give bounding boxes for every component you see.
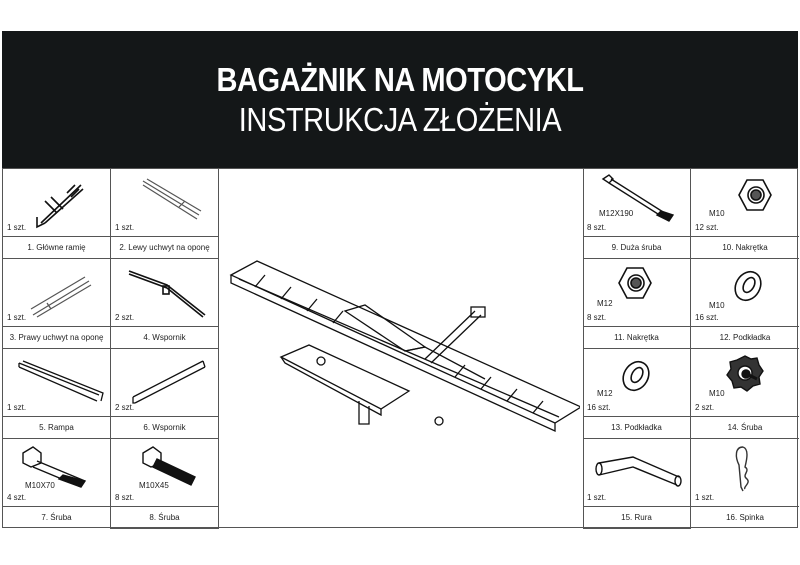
part-spec: M10X45 [139, 481, 169, 490]
part-label: 15. Rura [621, 513, 652, 522]
part-label: 2. Lewy uchwyt na oponę [119, 243, 210, 252]
part-qty: 1 szt. [7, 223, 27, 232]
part-qty: 2 szt. [115, 403, 135, 412]
part-label: 7. Śruba [41, 513, 72, 522]
bolt-icon [22, 446, 87, 488]
part-cell-1: 1 szt. 1. Główne ramię [3, 169, 111, 259]
part-qty: 16 szt. [587, 403, 611, 412]
left-tire-holder-icon [142, 178, 202, 220]
bracket-icon [132, 360, 206, 404]
part-spec: M10 [709, 209, 725, 218]
bolt-icon [142, 446, 196, 486]
part-cell-12: M10 16 szt. 12. Podkładka [691, 259, 799, 349]
part-cell-13: M12 16 szt. 13. Podkładka [583, 349, 691, 439]
assembly-illustration [219, 169, 584, 527]
washer-icon [622, 360, 650, 392]
ramp-icon [18, 360, 104, 402]
right-tire-holder-icon [30, 276, 92, 318]
part-cell-5: 1 szt. 5. Rampa [3, 349, 111, 439]
part-cell-10: M10 12 szt. 10. Nakrętka [691, 169, 799, 259]
part-cell-7: M10X70 4 szt. 7. Śruba [3, 439, 111, 529]
part-cell-9: M12X190 8 szt. 9. Duża śruba [583, 169, 691, 259]
part-label: 8. Śruba [149, 513, 180, 522]
document-subtitle: INSTRUKCJA ZŁOŻENIA [238, 101, 562, 138]
motorcycle-carrier-assembly-icon [229, 260, 580, 433]
document-title: BAGAŻNIK NA MOTOCYKL [216, 61, 584, 98]
part-qty: 1 szt. [115, 223, 135, 232]
part-spec: M12 [597, 299, 613, 308]
part-qty: 1 szt. [587, 493, 607, 502]
part-label: 13. Podkładka [611, 423, 662, 432]
nut-icon [618, 267, 652, 299]
part-spec: M12 [597, 389, 613, 398]
part-cell-4: 2 szt. 4. Wspornik [111, 259, 219, 349]
long-bolt-icon [601, 174, 675, 222]
part-cell-6: 2 szt. 6. Wspornik [111, 349, 219, 439]
part-cell-8: M10X45 8 szt. 8. Śruba [111, 439, 219, 529]
support-bar-icon [128, 270, 206, 318]
part-label: 14. Śruba [727, 423, 763, 432]
part-qty: 2 szt. [695, 403, 715, 412]
part-qty: 1 szt. [7, 403, 27, 412]
part-spec: M10 [709, 389, 725, 398]
part-qty: 2 szt. [115, 313, 135, 322]
part-label: 11. Nakrętka [614, 333, 659, 342]
parts-grid: 1 szt. 1. Główne ramię 1 szt. 2. Lewy uc… [2, 168, 799, 529]
part-label: 5. Rampa [39, 423, 74, 432]
part-label: 1. Główne ramię [27, 243, 86, 252]
part-spec: M10 [709, 301, 725, 310]
part-qty: 1 szt. [7, 313, 27, 322]
part-spec: M12X190 [599, 209, 634, 218]
part-label: 6. Wspornik [143, 423, 186, 432]
part-qty: 8 szt. [587, 223, 607, 232]
main-arm-icon [36, 184, 84, 229]
part-qty: 8 szt. [115, 493, 135, 502]
part-label: 16. Spinka [726, 513, 764, 522]
part-label: 12. Podkładka [719, 333, 771, 342]
pin-tube-icon [595, 456, 682, 487]
part-qty: 16 szt. [695, 313, 719, 322]
nut-icon [738, 179, 772, 211]
part-label: 9. Duża śruba [611, 243, 662, 252]
title-banner: BAGAŻNIK NA MOTOCYKL INSTRUKCJA ZŁOŻENIA [2, 31, 798, 168]
part-cell-15: 1 szt. 15. Rura [583, 439, 691, 529]
part-label: 4. Wspornik [143, 333, 186, 342]
washer-icon [734, 270, 762, 302]
part-cell-3: 1 szt. 3. Prawy uchwyt na oponę [3, 259, 111, 349]
knob-bolt-icon [726, 355, 764, 392]
hitch-clip-icon [735, 446, 749, 492]
part-label: 10. Nakrętka [722, 243, 768, 252]
part-cell-11: M12 8 szt. 11. Nakrętka [583, 259, 691, 349]
part-label: 3. Prawy uchwyt na oponę [9, 333, 104, 342]
part-qty: 12 szt. [695, 223, 719, 232]
part-qty: 4 szt. [7, 493, 27, 502]
part-cell-14: M10 2 szt. 14. Śruba [691, 349, 799, 439]
part-cell-16: 1 szt. 16. Spinka [691, 439, 799, 529]
part-spec: M10X70 [25, 481, 55, 490]
part-qty: 8 szt. [587, 313, 607, 322]
part-qty: 1 szt. [695, 493, 715, 502]
part-cell-2: 1 szt. 2. Lewy uchwyt na oponę [111, 169, 219, 259]
